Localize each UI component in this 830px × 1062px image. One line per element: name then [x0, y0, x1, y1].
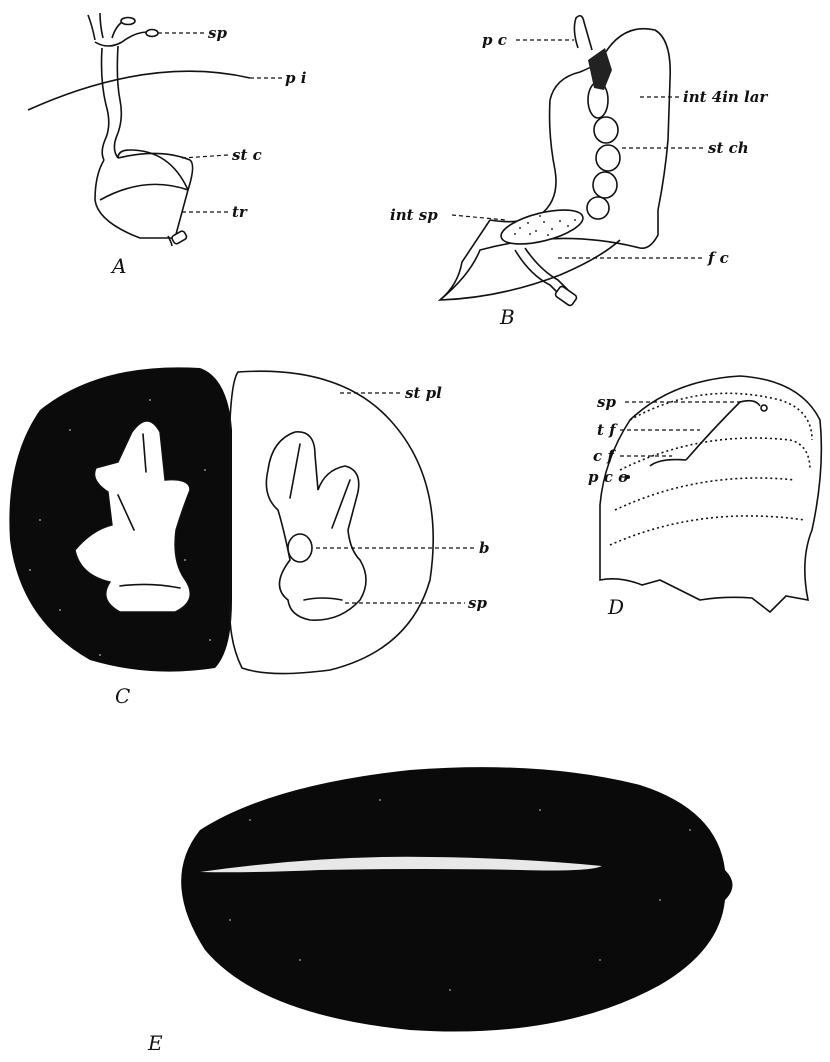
fig-c-letter: C: [115, 684, 130, 708]
fig-d-cf-label: c f: [593, 447, 616, 465]
fig-a-letter: A: [110, 254, 126, 278]
figure-e: E: [147, 767, 733, 1055]
figure-b: p c int 4in lar st ch int sp f c B: [390, 16, 768, 329]
figure-d: sp t f c f p c o D: [588, 376, 821, 619]
fig-a-pi-label: p i: [285, 69, 307, 87]
fig-c-light-stigmatal-plate: [230, 371, 433, 673]
fig-c-light-button-region: [266, 432, 366, 620]
fig-d-pco-label: p c o: [588, 468, 628, 486]
fig-b-fc-label: f c: [707, 249, 729, 267]
fig-c-b-label: b: [479, 539, 490, 557]
fig-e-puparium: [181, 767, 732, 1031]
fig-d-outline: [600, 376, 821, 612]
fig-a-tr-label: tr: [232, 203, 248, 221]
fig-a-peritrophic-line: [28, 71, 250, 110]
fig-b-pc-label: p c: [482, 31, 507, 49]
fig-d-spiracle: [761, 405, 767, 411]
fig-b-intsp-leader: [452, 215, 506, 220]
fig-b-letter: B: [499, 305, 515, 329]
fig-c-button: [288, 534, 312, 562]
fig-c-sp-label: sp: [468, 594, 487, 612]
fig-d-sp-label: sp: [597, 393, 616, 411]
figure-a: sp p i st c tr A: [28, 13, 307, 278]
fig-c-stpl-label: st pl: [405, 384, 442, 402]
fig-d-letter: D: [607, 595, 624, 619]
figure-c: st pl b sp C: [9, 367, 489, 708]
fig-b-int4-label: int 4in lar: [683, 88, 768, 106]
fig-a-sp-label: sp: [208, 24, 227, 42]
fig-b-stomach-chain: [574, 16, 620, 219]
fig-b-intestinal-spiracle: [498, 203, 586, 250]
fig-b-stch-label: st ch: [708, 139, 749, 157]
fig-b-intsp-label: int sp: [390, 206, 438, 224]
fig-d-tf-label: t f: [597, 421, 618, 439]
fig-b-body-outline: [440, 29, 670, 300]
fig-a-spiracle-tube: [88, 13, 193, 246]
fig-a-stc-leader: [182, 155, 228, 158]
fig-e-letter: E: [147, 1031, 163, 1055]
fig-a-stc-label: st c: [232, 146, 262, 164]
